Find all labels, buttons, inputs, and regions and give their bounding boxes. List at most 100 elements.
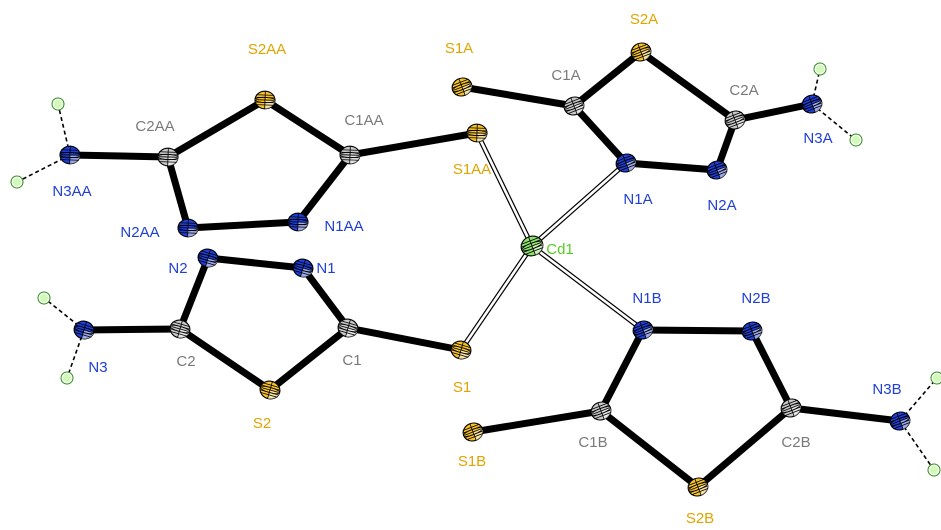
label-c1: C1	[342, 352, 361, 369]
bond-s1a-c1a	[458, 83, 578, 110]
label-c1a: C1A	[551, 67, 580, 84]
atom-n3aa	[59, 145, 81, 165]
atom-s1a	[451, 77, 473, 97]
atom-n1aa	[287, 212, 309, 232]
atom-c2b	[780, 398, 802, 418]
bond-cd1-s1	[458, 243, 535, 353]
label-n3b: N3B	[872, 381, 901, 398]
label-c2b: C2B	[781, 434, 810, 451]
atom-n1b	[632, 320, 654, 340]
label-n1b: N1B	[632, 290, 661, 307]
atom-n2a	[706, 160, 728, 180]
atom-s2aa	[254, 90, 276, 110]
bond-c2b-n3b	[787, 404, 904, 425]
label-n2: N2	[168, 260, 187, 277]
label-s2: S2	[253, 415, 271, 432]
bond-n2-c2	[176, 254, 212, 333]
bond-c2-s2	[176, 325, 274, 394]
atom-h-n3-b	[60, 371, 74, 385]
label-s2aa: S2AA	[248, 41, 286, 58]
label-n2aa: N2AA	[120, 224, 159, 241]
atom-s1b	[462, 422, 484, 442]
bond-c1b-s2b	[597, 407, 702, 491]
bond-n2aa-n1aa	[184, 218, 302, 232]
bond-s2aa-c2aa	[164, 96, 269, 161]
atom-n1	[292, 258, 314, 278]
label-cd1: Cd1	[546, 241, 574, 258]
bond-c1aa-s1aa	[346, 129, 481, 159]
bond-c2aa-n3aa	[66, 151, 172, 161]
bond-n1-c1	[299, 264, 352, 332]
bond-n2a-n1a	[622, 159, 721, 174]
label-n3: N3	[88, 359, 107, 376]
atom-h-n3-a	[37, 291, 51, 305]
atom-s1	[450, 340, 472, 360]
atom-c2aa	[157, 147, 179, 167]
label-c2: C2	[176, 353, 195, 370]
bond-n1a-c1a	[570, 102, 630, 167]
label-n2a: N2A	[707, 197, 736, 214]
labels-layer: S2AA C1AA C2AA N3AA N2AA N1AA S1AA S1A C1A S2A C2A…	[52, 11, 901, 527]
label-s1aa: S1AA	[453, 161, 491, 178]
atom-h-n3a-b	[849, 133, 863, 147]
bond-n1aa-c1aa	[294, 151, 354, 226]
bond-cd1-n1b	[529, 243, 646, 333]
bond-n1b-c1b	[597, 326, 647, 415]
bond-c2a-n3a	[731, 100, 816, 124]
atom-c1a	[563, 96, 585, 116]
label-c2a: C2A	[729, 82, 758, 99]
atoms-layer	[10, 42, 941, 497]
bond-cd1-s1aa	[474, 130, 535, 249]
atom-c1	[337, 318, 359, 338]
bond-c2-n3	[80, 325, 184, 334]
bond-c1b-s1b	[469, 407, 605, 436]
label-s2b: S2B	[686, 510, 714, 527]
label-n3aa: N3AA	[52, 183, 91, 200]
bond-c2aa-n2aa	[164, 153, 192, 232]
bond-c1-s1	[344, 324, 465, 354]
atom-s2a	[630, 42, 652, 62]
bond-s2b-c2b	[694, 404, 795, 491]
label-n3a: N3A	[803, 130, 832, 147]
label-n1: N1	[316, 260, 335, 277]
bond-n3b-h_n3b_b	[899, 420, 935, 471]
bond-s2-c1	[266, 324, 352, 394]
label-s1b: S1B	[458, 453, 486, 470]
atom-h-n3a-a	[813, 62, 827, 76]
atom-c1aa	[339, 145, 361, 165]
atom-c2	[169, 319, 191, 339]
atom-s1aa	[466, 123, 488, 143]
bond-c1a-s2a	[570, 48, 645, 110]
bond-n1b-n2b	[639, 326, 756, 335]
label-n1a: N1A	[623, 191, 652, 208]
label-s2a: S2A	[630, 11, 658, 28]
label-s1: S1	[453, 379, 471, 396]
atom-cd1	[520, 235, 544, 257]
atom-c1b	[590, 401, 612, 421]
bond-n2b-c2b	[748, 327, 795, 412]
bond-s2aa-c1aa	[261, 96, 354, 159]
atom-n3b	[889, 411, 911, 431]
atom-h-n3aa-b	[10, 175, 24, 189]
label-c2aa: C2AA	[135, 118, 174, 135]
atom-s2b	[687, 477, 709, 497]
atom-n3	[73, 320, 95, 340]
label-c1b: C1B	[578, 434, 607, 451]
bond-s2a-c2a	[637, 48, 739, 124]
atom-h-n3aa-a	[51, 97, 65, 111]
atom-n2b	[741, 321, 763, 341]
atom-h-n3b-a	[930, 371, 941, 385]
bond-n2-n1	[204, 254, 307, 272]
atom-h-n3b-b	[927, 463, 941, 477]
atom-n2aa	[177, 218, 199, 238]
atom-c2a	[724, 110, 746, 130]
atom-n3a	[801, 94, 823, 114]
atom-s2	[259, 380, 281, 400]
label-n2b: N2B	[741, 290, 770, 307]
atom-n1a	[615, 153, 637, 173]
label-c1aa: C1AA	[344, 112, 383, 129]
label-s1a: S1A	[445, 40, 473, 57]
atom-n2	[197, 248, 219, 268]
label-n1aa: N1AA	[324, 218, 363, 235]
